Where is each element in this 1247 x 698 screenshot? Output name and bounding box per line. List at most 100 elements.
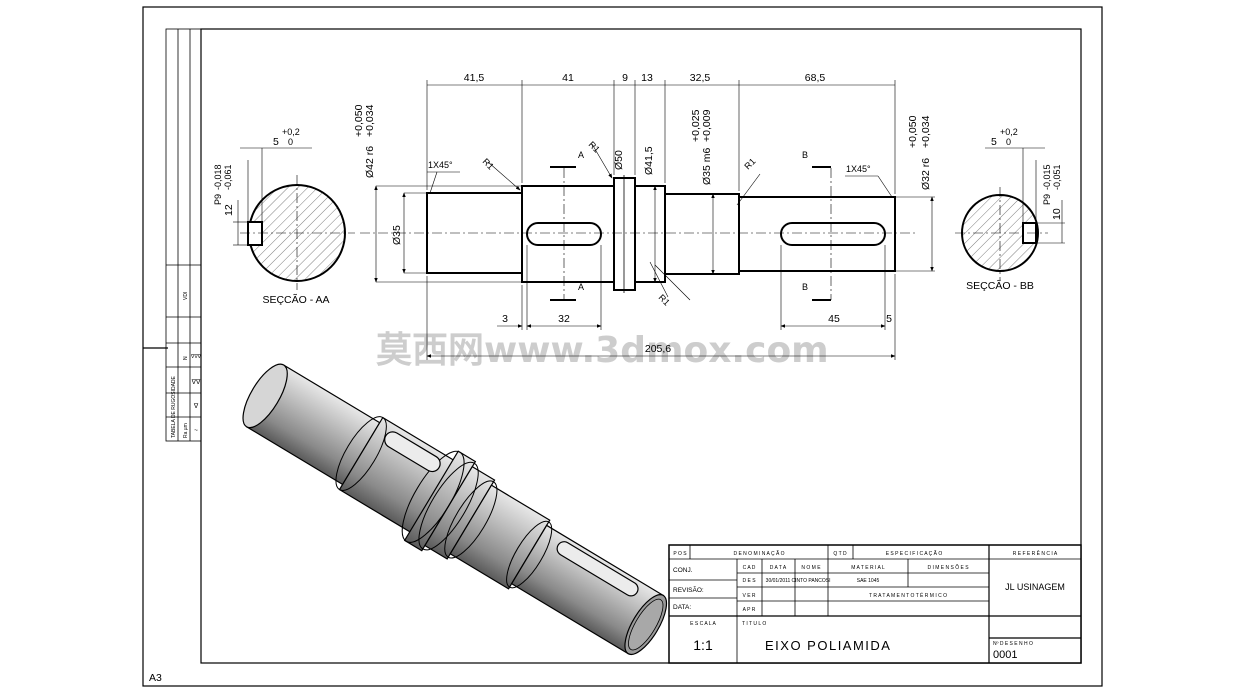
dim-bottom-32: 32 (558, 313, 570, 325)
tb-header-especificacao: E S P E C I F I C A Ç Ã O (886, 550, 943, 557)
roughness-table: TABELA DE RUGOSIDADE Ra µm N VDI ~ ∇ ∇∇ … (165, 28, 202, 442)
radius-3: R1 (657, 292, 672, 307)
section-bb-width-tol-lower: 0 (1006, 137, 1011, 147)
section-bb-width: 5 (991, 136, 997, 148)
tb-apr: A P R (743, 607, 756, 613)
dim-d42-tol-lower: +0,034 (364, 104, 376, 137)
radius-1: R1 (481, 156, 496, 171)
section-aa-label: SEÇCÃO - AA (262, 293, 329, 306)
tb-nr-value: 0001 (993, 649, 1017, 661)
tb-conj: CONJ. (673, 567, 693, 574)
section-aa-key-tol-label: P9 (213, 194, 223, 205)
tb-titulo-label: T I T U L O (742, 621, 766, 627)
dim-top-41: 41 (562, 72, 574, 84)
tb-header-referencia: R E F E R Ê N C I A (1013, 549, 1058, 557)
tb-data-col: D A T A (770, 565, 787, 571)
section-bb-depth: 10 (1051, 208, 1063, 220)
chamfer-left: 1X45° (428, 160, 453, 170)
section-aa-key-tol-upper: -0,018 (213, 164, 223, 190)
section-aa-depth: 12 (223, 204, 235, 216)
tb-titulo-value: EIXO POLIAMIDA (765, 638, 891, 653)
dim-overall: 205,6 (645, 343, 671, 355)
section-aa: 5 +0,2 0 12 P9 -0,018 -0,061 SEÇCÃO - AA (213, 127, 355, 306)
tb-header-qtd: Q T D (833, 551, 847, 557)
shaft-step-d32 (738, 196, 896, 272)
section-bb-key-tol-label: P9 (1042, 194, 1052, 205)
roughness-col-n: N (183, 356, 189, 360)
tb-des-name: CINTO PANCOSI (792, 578, 831, 584)
tb-des-date: 30/01/2011 (766, 578, 791, 584)
shaft-step-d35-m6 (664, 193, 740, 275)
shaft-3d-view (242, 363, 668, 656)
section-aa-width: 5 (273, 136, 279, 148)
dim-d35-tol-lower: +0,009 (701, 109, 713, 142)
roughness-col-vdi: VDI (183, 292, 189, 300)
tb-nome: N O M E (801, 565, 821, 571)
dim-d32-tol-upper: +0,050 (907, 115, 919, 148)
shaft-side-view: A A B B 41,5 41 9 13 32,5 68,5 Ø42 r6 +0… (353, 72, 935, 360)
shaft-step-d41-5 (634, 185, 666, 283)
watermark: 莫西网www.3dmox.com (376, 330, 829, 371)
dim-d42: Ø42 r6 (364, 146, 376, 178)
dim-top-32-5: 32,5 (690, 72, 711, 84)
section-aa-width-tol-upper: +0,2 (282, 127, 300, 137)
outer-frame (142, 6, 1103, 687)
roughness-title: TABELA DE RUGOSIDADE (171, 375, 177, 438)
dim-top-41-5: 41,5 (464, 72, 485, 84)
section-a-cut-bottom: A (578, 282, 584, 292)
dim-d35-tol-upper: +0,025 (690, 109, 702, 142)
tb-nr-label: Nº D E S E N H O (993, 641, 1033, 647)
section-bb-label: SEÇCÃO - BB (966, 279, 1034, 292)
tb-header-pos: P O S (673, 551, 687, 557)
dim-d50: Ø50 (613, 150, 625, 170)
section-b-cut-bottom: B (802, 282, 808, 292)
section-bb-width-tol-upper: +0,2 (1000, 127, 1018, 137)
keyway-b (780, 222, 886, 246)
section-aa-width-tol-lower: 0 (288, 137, 293, 147)
tb-material-label: M A T E R I A L (851, 565, 885, 571)
tb-escala-label: E S C A L A (690, 621, 716, 627)
title-block: P O S D E N O M I N A Ç Ã O Q T D E S P … (668, 544, 1082, 664)
tb-ver: V E R (742, 593, 755, 599)
dim-d35-left: Ø35 (391, 225, 403, 245)
shaft-collar-d50 (613, 177, 636, 291)
tb-cad: C A D (743, 565, 756, 571)
roughness-symbol-4: ∇∇∇ (190, 354, 202, 360)
section-bb-key-tol-upper: -0,015 (1042, 164, 1052, 190)
section-bb-key-tol-lower: -0,051 (1052, 164, 1062, 190)
tb-des: D E S (742, 578, 756, 584)
dim-d32: Ø32 r6 (920, 158, 932, 190)
dim-top-13: 13 (641, 72, 653, 84)
dim-d35-m6: Ø35 m6 (701, 147, 713, 185)
radius-2: R1 (587, 139, 602, 154)
section-aa-key-tol-lower: -0,061 (223, 164, 233, 190)
section-b-cut-top: B (802, 150, 808, 160)
tb-data: DATA: (673, 604, 691, 611)
dim-bottom-5: 5 (886, 313, 892, 325)
dim-d32-tol-lower: +0,034 (920, 115, 932, 148)
tb-revisao: REVISÃO: (673, 585, 704, 594)
tb-header-denominacao: D E N O M I N A Ç Ã O (733, 550, 784, 557)
tb-dimensoes-label: D I M E N S Õ E S (927, 564, 969, 571)
roughness-symbol-3: ∇∇ (191, 378, 201, 386)
tb-company: JL USINAGEM (1005, 582, 1065, 592)
dim-bottom-3: 3 (502, 313, 508, 325)
tb-tratamento: T R A T A M E N T O T É R M I C O (869, 592, 947, 599)
tb-escala-value: 1:1 (693, 637, 713, 653)
dim-top-9: 9 (622, 72, 628, 84)
dim-top-68-5: 68,5 (805, 72, 826, 84)
dim-d41-5: Ø41,5 (643, 146, 655, 175)
dim-bottom-45: 45 (828, 313, 840, 325)
roughness-symbol-1: ~ (194, 427, 198, 434)
tb-material-value: SAE 1045 (857, 578, 880, 584)
roughness-symbol-2: ∇ (193, 402, 199, 410)
sheet-format-label: A3 (149, 672, 162, 684)
section-a-cut-top: A (578, 150, 584, 160)
chamfer-right: 1X45° (846, 164, 871, 174)
dim-d42-tol-upper: +0,050 (353, 104, 365, 137)
radius-4: R1 (742, 156, 757, 171)
section-bb: 5 +0,2 0 10 P9 -0,015 -0,051 SEÇCÃO - BB (955, 127, 1065, 292)
roughness-col-ra: Ra µm (183, 423, 189, 438)
